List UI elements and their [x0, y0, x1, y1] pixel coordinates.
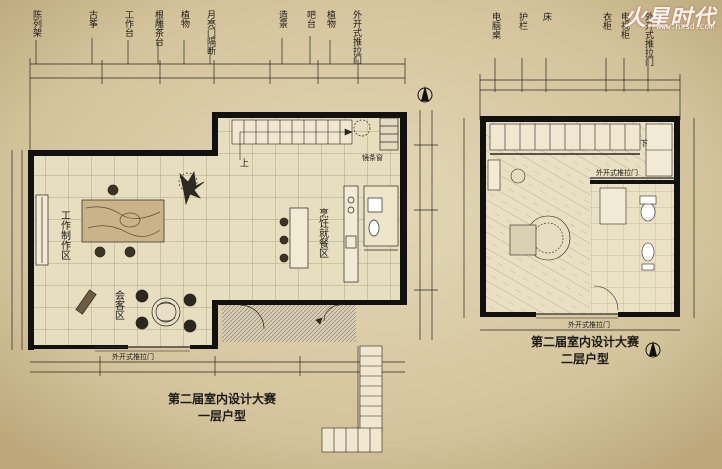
first-floor-top-label-6: 造景: [277, 9, 288, 28]
second-floor-title: 第二届室内设计大赛: [531, 334, 640, 349]
compass-first-floor: [417, 86, 433, 103]
dimension-lines-right: [414, 110, 438, 340]
first-floor-top-label-8: 植物: [325, 9, 336, 29]
first-floor-furniture: [35, 117, 399, 352]
zone-label-workshop: 工作制作区: [59, 210, 71, 260]
first-floor-top-label-2: 工作台: [123, 10, 134, 38]
first-floor-top-label-0: 陈列架: [31, 9, 42, 38]
second-floor-walls: [480, 116, 680, 317]
dimension-lines-left: [11, 150, 23, 350]
second-floor-furniture: [487, 123, 676, 319]
second-dimension-lines: [463, 58, 695, 331]
second-floor-plan: [463, 58, 695, 358]
dimension-lines-bottom: [30, 356, 405, 376]
second-floor-subtitle: 二层户型: [561, 351, 609, 366]
compass-second-floor: [645, 341, 661, 358]
zone-label-guest: 会客区: [113, 289, 125, 320]
watermark-logo: 火星时代: [623, 6, 716, 31]
staircase: [231, 119, 353, 160]
dimension-lines-top: [29, 36, 406, 155]
second-floor-top-label-3: 衣柜: [601, 11, 612, 31]
second-floor-inner-door-label: 外开式推拉门: [596, 168, 638, 177]
first-floor-top-label-3: 根雕茶台: [153, 9, 164, 47]
first-floor-top-labels: 陈列架古筝工作台根雕茶台植物月亮门隔断造景吧台植物外开式推拉门: [31, 9, 362, 65]
second-floor-top-label-0: 电脑桌: [490, 11, 501, 40]
first-floor-top-label-1: 古筝: [87, 9, 98, 28]
second-floor-bottom-door-label: 外开式推拉门: [568, 320, 610, 329]
exterior-staircase: [321, 345, 383, 453]
first-floor-top-label-5: 月亮门隔断: [205, 10, 216, 56]
down-mark: 下: [640, 139, 648, 148]
second-floor-top-labels: 电脑桌 护栏 床 衣柜电视柜 外开式推拉门: [490, 11, 654, 67]
second-floor-top-label-4: 电视柜: [619, 11, 630, 40]
second-floor-top-label-1: 护栏: [517, 11, 528, 31]
zone-label-dining: 烹饪就餐区: [317, 207, 329, 258]
mirror-window-label: 镜条窗: [362, 153, 383, 162]
second-floor-top-label-5: 外开式推拉门: [643, 11, 654, 67]
first-floor-plan: [11, 36, 438, 453]
first-floor-top-label-9: 外开式推拉门: [351, 9, 362, 65]
up-mark: 上: [240, 158, 249, 169]
first-floor-bottom-door-label: 外开式推拉门: [112, 352, 154, 361]
watermark-url: www.hxsd.com: [656, 22, 714, 31]
first-floor-top-label-4: 植物: [179, 9, 190, 29]
balcony-deck: [222, 305, 356, 342]
first-floor-subtitle: 一层户型: [198, 408, 246, 423]
first-floor-title: 第二届室内设计大赛: [168, 391, 277, 406]
first-floor-top-label-7: 吧台: [305, 10, 316, 29]
second-floor-top-label-2: 床: [541, 11, 552, 22]
first-floor-walls: [28, 112, 407, 350]
